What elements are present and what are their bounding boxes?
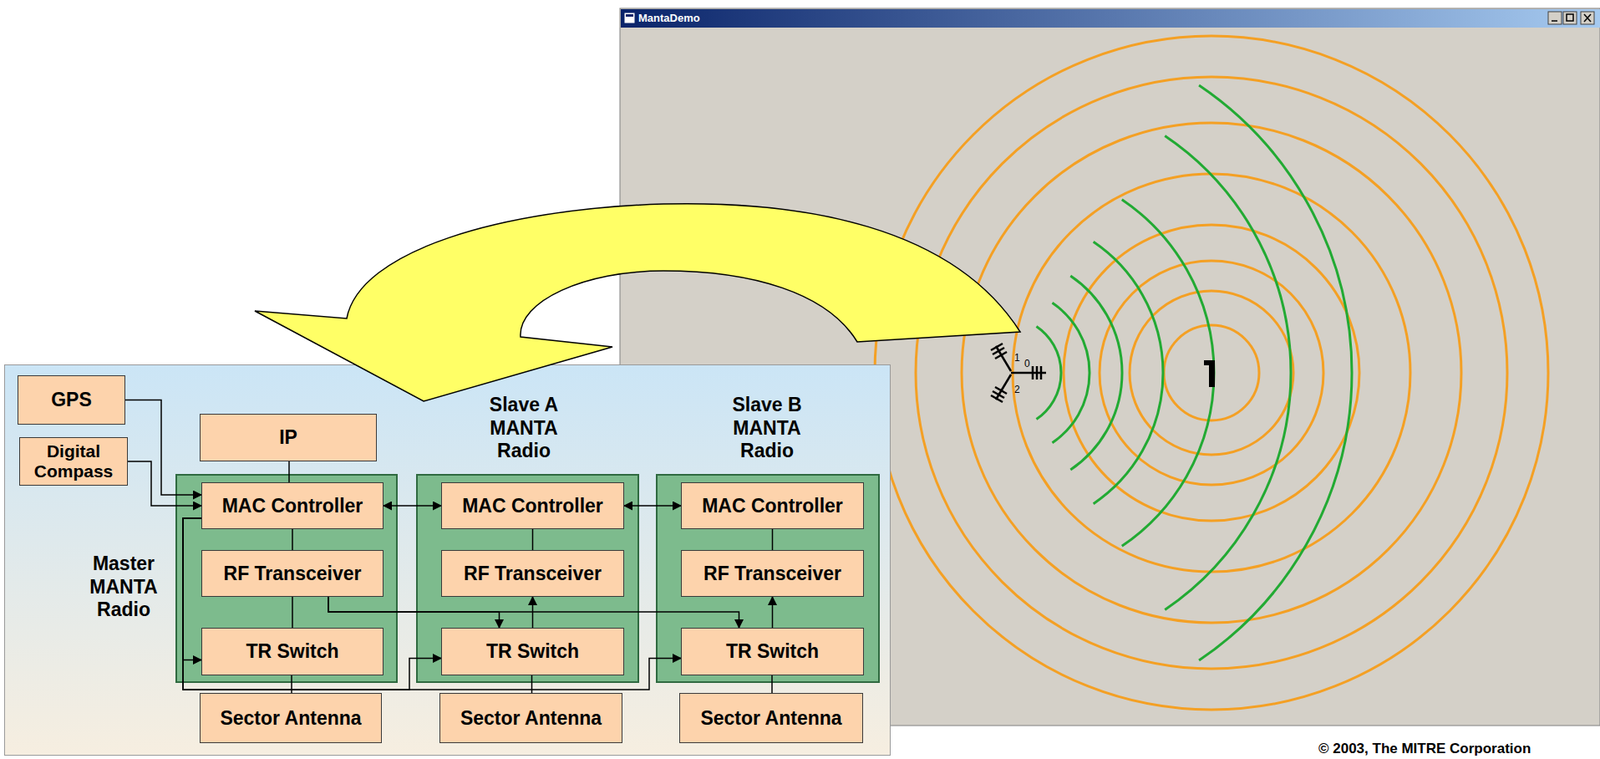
beam-arc <box>1051 302 1090 442</box>
beam-arc <box>1036 325 1062 419</box>
box-label: TR Switch <box>726 640 819 662</box>
antenna-number: 1 <box>1014 351 1021 364</box>
group-heading: Slave A MANTA Radio <box>473 393 574 463</box>
box-label: MAC Controller <box>701 494 844 517</box>
antenna-number: 2 <box>1014 383 1021 396</box>
tr-switch-box: TR Switch <box>201 627 384 676</box>
signal-connector <box>531 675 534 693</box>
group-heading: Master MANTA Radio <box>80 552 168 622</box>
coverage-ring <box>1063 224 1360 521</box>
beam-arc <box>1093 241 1164 503</box>
box-label: MAC Controller <box>222 494 364 517</box>
box-label: TR Switch <box>486 640 580 662</box>
beam-arc <box>1164 135 1291 610</box>
ip-box: IP <box>199 413 377 462</box>
box-label: RF Transceiver <box>223 562 362 585</box>
box-label: RF Transceiver <box>703 562 842 585</box>
rf-box: RF Transceiver <box>441 549 625 597</box>
signal-connector <box>772 596 774 628</box>
signal-connector <box>291 596 294 628</box>
antenna-box: Sector Antenna <box>679 692 864 743</box>
rf-box: RF Transceiver <box>201 549 384 597</box>
coverage-ring <box>915 76 1508 669</box>
beam-arc <box>1070 275 1123 470</box>
box-label: Sector Antenna <box>219 706 361 729</box>
antenna-box: Sector Antenna <box>199 692 382 743</box>
box-label: TR Switch <box>245 640 339 662</box>
signal-connector <box>772 528 774 550</box>
tr-switch-box: TR Switch <box>441 627 625 676</box>
mac-box: MAC Controller <box>441 482 625 529</box>
mac-box: MAC Controller <box>201 482 384 529</box>
box-label: Sector Antenna <box>700 706 842 729</box>
box-label: Sector Antenna <box>460 706 602 729</box>
mac-box: MAC Controller <box>680 482 864 529</box>
rf-box: RF Transceiver <box>680 549 864 597</box>
signal-connector <box>624 504 681 507</box>
box-label: IP <box>279 426 298 448</box>
signal-connector <box>771 675 773 693</box>
signal-connector <box>291 528 294 550</box>
signal-connector <box>383 504 442 507</box>
signal-connector <box>532 528 534 550</box>
box-label: GPS <box>50 388 92 411</box>
radio-group: Master MANTA RadioMAC ControllerRF Trans… <box>175 473 398 683</box>
antenna-number: 0 <box>1024 357 1031 370</box>
coverage-ring <box>961 122 1462 623</box>
copyright-note: © 2003, The MITRE Corporation <box>1318 740 1531 757</box>
beam-arc <box>1122 199 1214 547</box>
box-label: MAC Controller <box>462 494 604 517</box>
coverage-ring <box>874 35 1549 710</box>
tr-switch-box: TR Switch <box>680 627 864 676</box>
radio-group: Slave A MANTA RadioMAC ControllerRF Tran… <box>416 473 640 683</box>
compass-box: Digital Compass <box>19 436 128 486</box>
beam-arc <box>1198 85 1352 661</box>
window-title: MantaDemo <box>638 11 701 25</box>
coverage-ring <box>1129 290 1294 455</box>
gps-box: GPS <box>17 375 126 425</box>
signal-connector <box>290 675 293 693</box>
box-label: RF Transceiver <box>463 562 602 585</box>
box-label: Digital Compass <box>25 441 122 482</box>
radio-group: Slave B MANTA RadioMAC ControllerRF Tran… <box>655 473 880 683</box>
antenna-box: Sector Antenna <box>439 692 623 743</box>
signal-connector <box>288 461 290 483</box>
group-heading: Slave B MANTA Radio <box>716 393 818 463</box>
